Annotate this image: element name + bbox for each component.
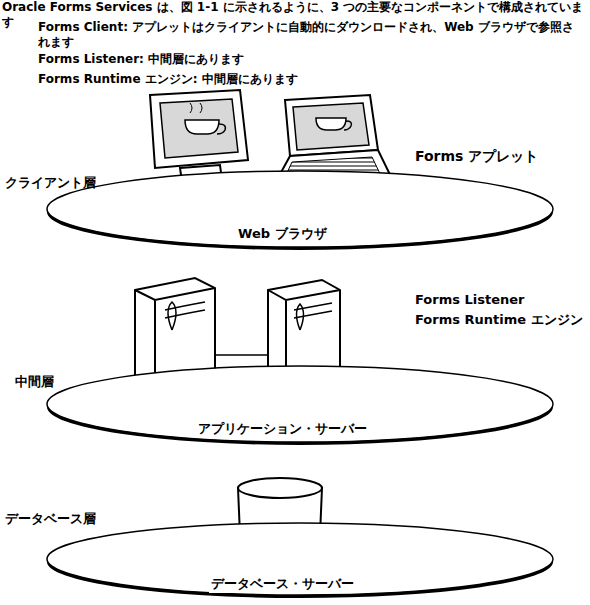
component-name: Forms Runtime エンジン: [415, 312, 587, 328]
tier-name: 中間層: [15, 373, 54, 391]
tier-ellipse: データベース層データベース・サーバー: [45, 520, 555, 600]
platform-name: データベース・サーバー: [209, 575, 356, 593]
tier-ellipse: 中間層アプリケーション・サーバー: [45, 363, 555, 447]
tier-name: クライアント層: [5, 174, 96, 192]
tier-ellipse: クライアント層Web ブラウザ: [45, 168, 555, 252]
tier-name: データベース層: [5, 510, 96, 528]
platform-name: アプリケーション・サーバー: [196, 420, 369, 438]
bullet-text: Forms Runtime エンジン: 中間層にあります: [38, 72, 584, 87]
bullet-text: Forms Client: アプレットはクライアントに自動的にダウンロードされ、…: [38, 20, 584, 50]
bullet-text: Forms Listener: 中間層にあります: [38, 52, 584, 67]
platform-name: Web ブラウザ: [236, 225, 329, 243]
component-name: Forms アプレット: [415, 148, 587, 166]
component-name: Forms Listener: [415, 292, 587, 308]
